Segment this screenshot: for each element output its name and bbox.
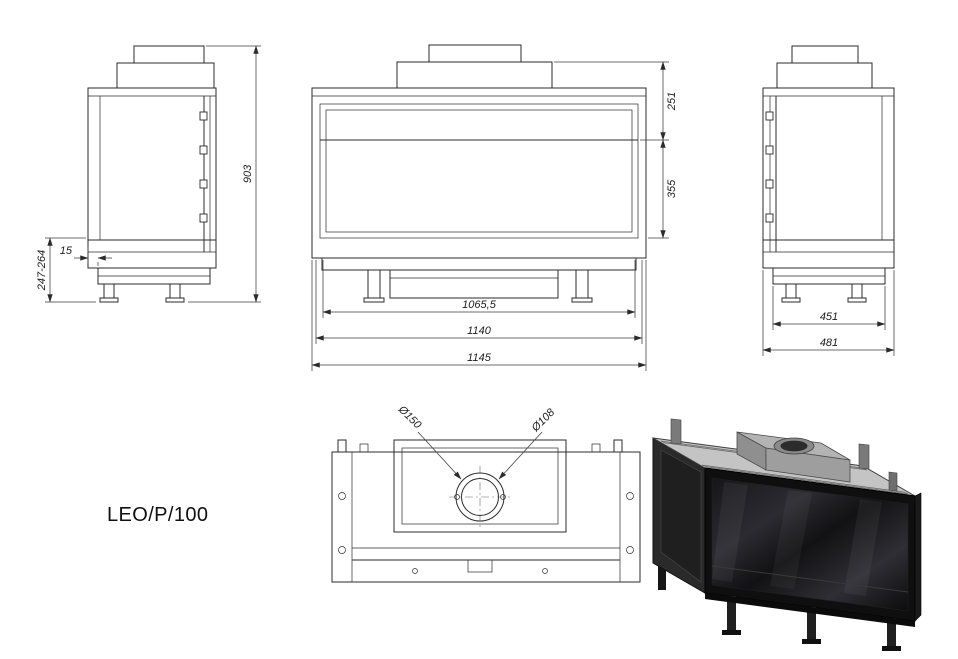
glass-reflection bbox=[770, 490, 812, 589]
isometric-view bbox=[652, 418, 922, 651]
iso-mount-bracket bbox=[670, 418, 682, 445]
dim-flue-inner-diameter: Ø108 bbox=[529, 406, 558, 435]
iso-bottom-frame bbox=[705, 593, 915, 627]
iso-leg bbox=[887, 618, 896, 646]
iso-front-glass bbox=[711, 477, 909, 612]
iso-foot bbox=[882, 646, 901, 651]
side-view-left-dimensions: 903 247-264 15 bbox=[36, 45, 261, 303]
iso-leg bbox=[807, 607, 816, 639]
dim-base-depth: 451 bbox=[820, 311, 838, 323]
side-view-right-dimensions: 451 481 bbox=[762, 270, 895, 356]
iso-flue-opening bbox=[780, 440, 808, 452]
iso-mount-bracket bbox=[888, 471, 898, 492]
dim-floor-clearance-range: 247-264 bbox=[36, 250, 48, 291]
iso-foot bbox=[722, 630, 741, 635]
iso-left-panel-inner bbox=[660, 449, 702, 583]
model-label: LEO/P/100 bbox=[107, 504, 209, 526]
front-view-dimensions: 1065,5 1140 1145 251 355 bbox=[311, 61, 678, 371]
dim-base-offset: 15 bbox=[60, 245, 73, 257]
dim-inner-width: 1140 bbox=[467, 325, 492, 337]
dim-overall-height: 903 bbox=[242, 164, 254, 183]
dim-overall-depth: 481 bbox=[820, 337, 838, 349]
iso-foot bbox=[802, 639, 821, 644]
glass-reflection bbox=[712, 482, 748, 582]
dim-overall-width: 1145 bbox=[467, 352, 492, 364]
side-view-left bbox=[87, 45, 217, 303]
top-view bbox=[331, 439, 641, 583]
dim-glass-width: 1065,5 bbox=[462, 299, 497, 311]
side-view-right bbox=[762, 45, 895, 303]
glass-reflection bbox=[844, 499, 882, 596]
top-view-dimensions: Ø150 Ø108 bbox=[395, 403, 558, 480]
iso-leg bbox=[727, 596, 736, 630]
iso-front-rail bbox=[701, 464, 909, 495]
iso-back-leg bbox=[658, 560, 666, 590]
iso-burner-ledge bbox=[711, 565, 909, 593]
dim-glass-height: 355 bbox=[666, 179, 678, 198]
iso-right-edge bbox=[914, 492, 922, 622]
front-view bbox=[311, 44, 647, 303]
dim-flue-outer-diameter: Ø150 bbox=[395, 403, 424, 432]
iso-mount-bracket bbox=[858, 443, 870, 470]
dim-top-section-height: 251 bbox=[666, 92, 678, 111]
